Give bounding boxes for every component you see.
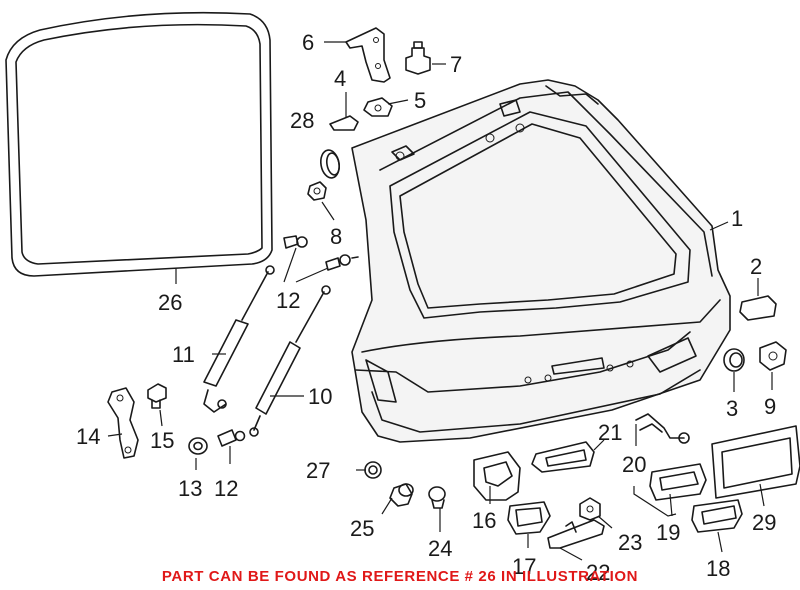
part-28-cap (320, 149, 341, 179)
callout-22: 22 (586, 560, 610, 585)
part-27-bumper (364, 461, 382, 479)
part-3-plug (723, 348, 745, 372)
part-8-bumper (307, 181, 327, 201)
part-13-washer (188, 437, 208, 455)
part-15-bolt (147, 383, 167, 409)
part-2-switch (739, 295, 777, 321)
callout-25: 25 (350, 516, 374, 541)
callout-17: 17 (512, 554, 536, 579)
part-23-nut (579, 497, 601, 521)
callout-28: 28 (290, 108, 314, 133)
callout-9: 9 (764, 394, 776, 419)
callout-2: 2 (750, 254, 762, 279)
part-7-bolt (405, 41, 431, 75)
part-4-pad (329, 115, 359, 131)
callout-6: 6 (302, 30, 314, 55)
part-19-license-lamp (649, 463, 707, 501)
callout-23: 23 (618, 530, 642, 555)
part-10-gas-strut (249, 285, 331, 437)
part-29-plate-bracket (711, 425, 800, 499)
reference-note: PART CAN BE FOUND AS REFERENCE # 26 IN I… (162, 568, 638, 585)
part-9-grommet (759, 341, 787, 371)
part-12-ball-stud-lower (217, 429, 246, 447)
part-18-license-lamp (691, 499, 743, 533)
callout-5: 5 (414, 88, 426, 113)
callout-7: 7 (450, 52, 462, 77)
part-24-plug (428, 486, 446, 509)
part-1-liftgate (351, 79, 731, 443)
callout-1: 1 (731, 206, 743, 231)
callout-27: 27 (306, 458, 330, 483)
callout-12-lower: 12 (214, 476, 238, 501)
callout-4: 4 (334, 66, 346, 91)
part-20-harness (635, 413, 690, 444)
callout-18: 18 (706, 556, 730, 581)
callout-8: 8 (330, 224, 342, 249)
part-22-bracket (547, 519, 605, 549)
part-16-latch (473, 451, 521, 501)
callout-16: 16 (472, 508, 496, 533)
callout-26: 26 (158, 290, 182, 315)
callout-13: 13 (178, 476, 202, 501)
callout-21: 21 (598, 420, 622, 445)
part-6-hinge (345, 27, 391, 83)
callout-19: 19 (656, 520, 680, 545)
callout-15: 15 (150, 428, 174, 453)
callout-3: 3 (726, 396, 738, 421)
callout-24: 24 (428, 536, 452, 561)
part-21-switch (531, 441, 595, 473)
leader-lines (107, 41, 773, 561)
part-5-bracket (363, 97, 393, 117)
callout-20: 20 (622, 452, 646, 477)
callout-14: 14 (76, 424, 100, 449)
callout-labels: 1 2 3 4 5 6 7 8 9 10 11 12 12 13 14 15 1… (76, 30, 776, 585)
part-12-ball-studs (283, 235, 359, 271)
callout-10: 10 (308, 384, 332, 409)
callout-11: 11 (172, 342, 195, 367)
part-17-handle (507, 501, 551, 535)
part-11-gas-strut (203, 265, 275, 413)
callout-12-upper: 12 (276, 288, 300, 313)
part-14-link-arm (107, 387, 139, 459)
callout-29: 29 (752, 510, 776, 535)
part-26-weatherstrip (5, 11, 273, 277)
part-25-stopper (389, 483, 414, 507)
